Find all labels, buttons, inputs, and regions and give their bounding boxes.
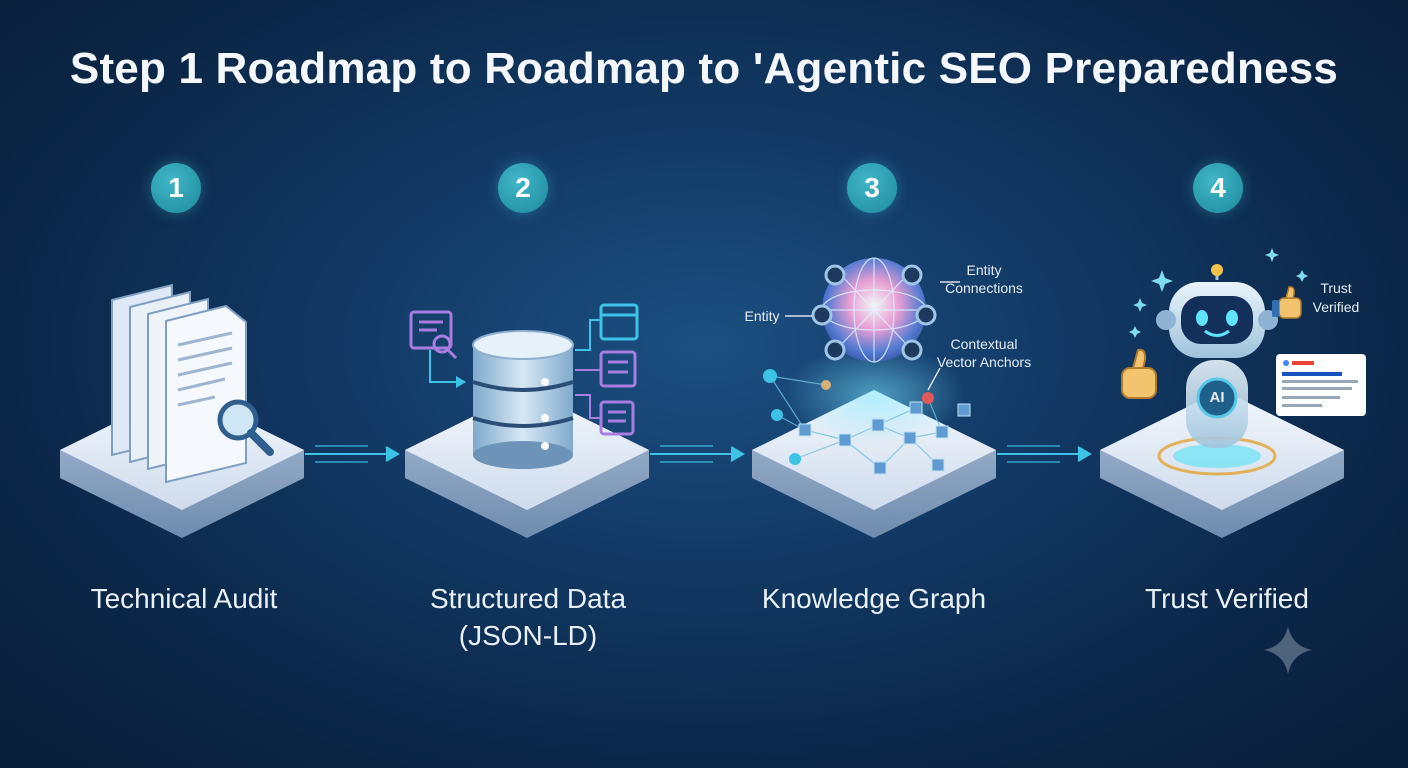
- ai-badge-label: AI: [1209, 389, 1225, 406]
- sparkle-icons: [1129, 248, 1308, 338]
- trust-label-1: Trust: [1320, 280, 1352, 296]
- arrow-1-to-2: [305, 445, 400, 463]
- document-stack-icon: [111, 283, 247, 484]
- robot-icon: [1156, 264, 1278, 448]
- entity-connections-label-2: Connections: [945, 280, 1023, 296]
- schema-icons: [575, 303, 639, 436]
- contextual-label-1: Contextual: [950, 336, 1018, 352]
- thumbs-up-icon: [1121, 348, 1157, 399]
- step-1-label: Technical Audit: [90, 583, 278, 614]
- graph-network: [763, 369, 971, 475]
- thumbs-up-small-icon: [1272, 286, 1302, 319]
- contextual-label-2: Vector Anchors: [936, 354, 1032, 370]
- magnifier-icon: [217, 399, 274, 456]
- page-title: Step 1 Roadmap to Roadmap to 'Agentic SE…: [69, 44, 1339, 93]
- step-3-badge: 3: [847, 163, 897, 213]
- step-3-label: Knowledge Graph: [761, 583, 987, 614]
- search-result-card: [1276, 354, 1366, 416]
- step-2-label-line2: (JSON-LD): [458, 620, 598, 651]
- arrow-3-to-4: [997, 445, 1092, 463]
- graph-glow: [785, 345, 965, 445]
- knowledge-globe-icon: [811, 257, 937, 363]
- entity-label: Entity: [744, 308, 780, 324]
- sparkle-watermark-icon: [1264, 626, 1312, 674]
- step-4-badge: 4: [1193, 163, 1243, 213]
- trust-label-2: Verified: [1312, 299, 1360, 315]
- annotation-lines: [785, 281, 960, 391]
- step-1-badge: 1: [151, 163, 201, 213]
- step-2-label: Structured Data: [429, 583, 627, 614]
- database-icon: [472, 330, 574, 469]
- arrow-2-to-3: [650, 445, 745, 463]
- entity-connections-label-1: Entity: [966, 262, 1002, 278]
- connector-line: [429, 350, 462, 383]
- search-page-icon: [409, 310, 458, 360]
- step-2-badge: 2: [498, 163, 548, 213]
- connector-arrowhead: [456, 376, 466, 388]
- hologram-base: [1173, 444, 1261, 468]
- step-4-label: Trust Verified: [1145, 583, 1309, 614]
